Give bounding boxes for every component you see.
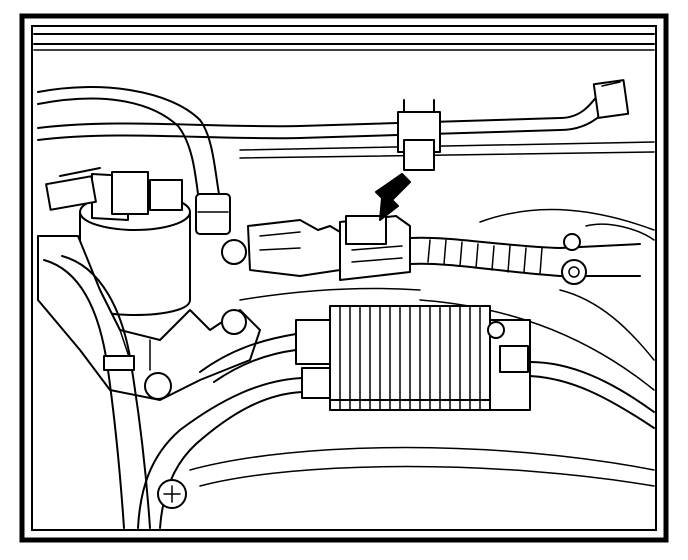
outer-border — [19, 13, 669, 543]
left-coolant-hose — [37, 86, 231, 235]
right-panel-contours — [239, 208, 655, 391]
corrugated-harness — [409, 233, 641, 285]
rail-clip — [397, 99, 441, 171]
target-connector — [247, 215, 411, 281]
arrow-icon — [375, 173, 411, 221]
upper-right-connector — [592, 79, 630, 119]
inner-border — [31, 25, 657, 531]
lower-left-hose — [43, 255, 151, 529]
lower-panel-contours — [157, 446, 655, 509]
mounting-bracket — [37, 235, 261, 401]
filter-canister — [45, 167, 191, 316]
upper-wiring-rail — [37, 91, 655, 159]
finned-module — [295, 305, 531, 411]
hood-edge-lines — [33, 33, 655, 51]
